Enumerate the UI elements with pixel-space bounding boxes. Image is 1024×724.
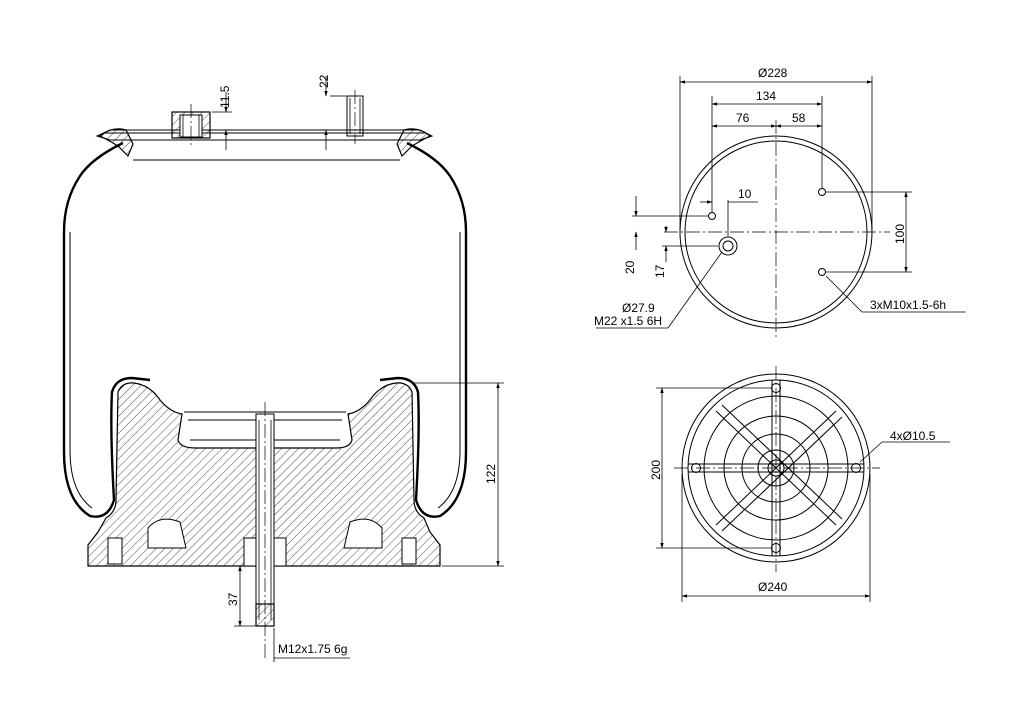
dim-vertical-pitch: 100: [893, 224, 907, 244]
dim-outer-diameter: Ø228: [758, 66, 788, 80]
dim-right-offset: 58: [792, 111, 806, 125]
side-view: 11.5 22 122 37 M12x1.75 6g: [62, 74, 504, 662]
dim-stud-height: 22: [317, 74, 331, 88]
dim-offset-20: 20: [623, 260, 637, 274]
piston-bolt: [255, 402, 275, 660]
top-view: Ø228 134 76 58 10 100 20 17: [594, 66, 966, 340]
side-dimensions: 11.5 22 122 37 M12x1.75 6g: [212, 74, 504, 662]
mount-hole-3: [818, 268, 826, 276]
dim-bolt-length: 37: [226, 592, 240, 606]
dim-small-offset: 10: [738, 187, 752, 201]
dim-bolt-thread: M12x1.75 6g: [278, 642, 347, 656]
bottom-view: 200 Ø240 4xØ10.5: [649, 366, 950, 602]
callout-mount-threads: 3xM10x1.5-6h: [870, 298, 946, 312]
dim-base-diameter: Ø240: [758, 580, 788, 594]
top-dimensions: Ø228 134 76 58 10 100 20 17: [594, 66, 966, 329]
dim-left-offset: 76: [736, 111, 750, 125]
dim-hole-span: 134: [756, 89, 776, 103]
bottom-dimensions: 200 Ø240 4xØ10.5: [649, 387, 950, 602]
dim-offset-17: 17: [653, 264, 667, 278]
top-plate: [95, 128, 434, 158]
mount-hole-2: [818, 188, 826, 196]
mount-hole-1: [708, 212, 716, 220]
dim-piston-height: 122: [484, 464, 498, 484]
callout-mount-holes: 4xØ10.5: [890, 429, 936, 443]
callout-port-diameter: Ø27.9: [622, 301, 655, 315]
top-stud: [346, 90, 364, 144]
air-bellow: [62, 141, 468, 518]
callout-port-thread: M22 x1.5 6H: [594, 314, 662, 328]
dim-hole-pitch: 200: [649, 460, 663, 480]
port-boss: [171, 104, 211, 146]
dim-thread-depth: 11.5: [218, 85, 232, 108]
